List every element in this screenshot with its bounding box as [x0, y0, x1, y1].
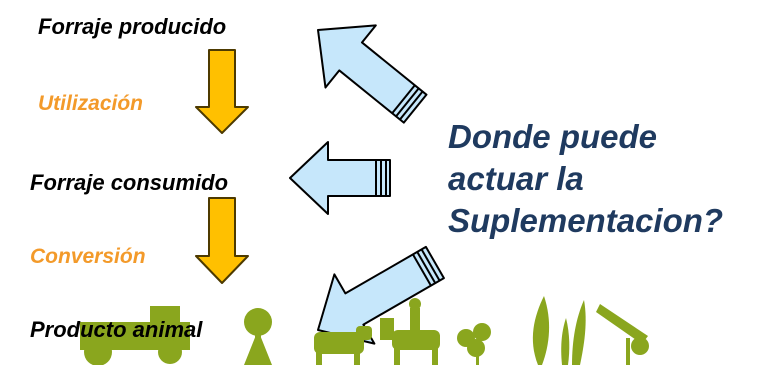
question-line-2: actuar la [448, 160, 584, 197]
question-line-3: Suplementacion? [448, 202, 724, 239]
cow-icon [314, 326, 372, 365]
down-arrow-utilization [195, 49, 249, 134]
stage-forage-consumed: Forraje consumido [30, 170, 229, 195]
horse-rider-icon [380, 298, 440, 365]
callout-arrow-middle [289, 141, 391, 215]
grass-leaf-icon [532, 296, 550, 365]
stage-forage-produced: Forraje producido [38, 14, 227, 39]
callout-arrow-bottom [317, 245, 445, 345]
process-utilization: Utilización [38, 92, 144, 115]
clover-icon [457, 323, 491, 365]
down-arrow-conversion [195, 197, 249, 284]
seed-head-icon [596, 304, 649, 365]
tractor-icon [80, 306, 190, 365]
callout-arrow-top [317, 24, 428, 124]
supplementation-question: Donde puede actuar la Suplementacion? [448, 116, 753, 242]
footer-silhouettes [80, 296, 649, 365]
stage-animal-product: Producto animal [30, 317, 203, 342]
question-line-1: Donde puede [448, 118, 658, 155]
process-conversion: Conversión [30, 245, 146, 268]
grass-stalk-icon [561, 300, 586, 365]
windmill-icon [244, 308, 272, 365]
